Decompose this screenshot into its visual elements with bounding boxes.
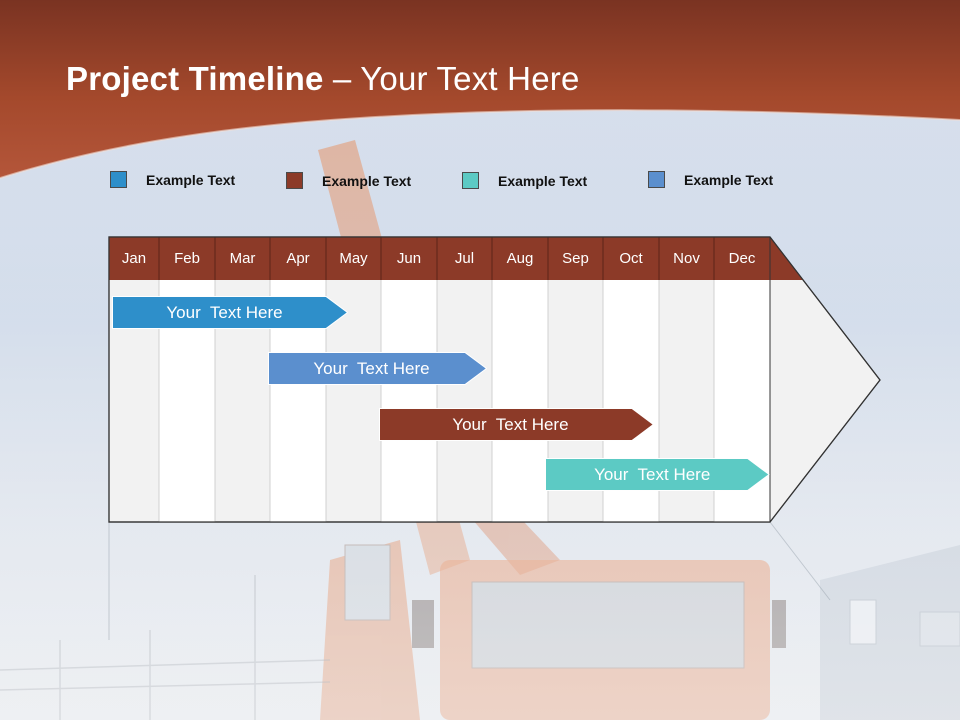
task-arrow-fill xyxy=(112,296,348,329)
month-label: Feb xyxy=(174,250,200,267)
task-arrow-fill xyxy=(378,408,654,441)
title-bold: Project Timeline xyxy=(66,60,324,97)
task-bar[interactable]: Your Text Here xyxy=(545,458,770,491)
chart-reflection xyxy=(769,521,831,601)
month-header-band xyxy=(109,237,804,280)
month-label: Aug xyxy=(506,250,534,267)
legend-label: Example Text xyxy=(498,173,588,189)
task-label: Your Text Here xyxy=(452,415,569,434)
month-label: Mar xyxy=(229,250,256,267)
month-label: Dec xyxy=(728,250,756,267)
header-band xyxy=(0,0,960,178)
legend-label: Example Text xyxy=(322,173,412,189)
legend-swatch xyxy=(462,172,479,189)
task-bar[interactable]: Your Text Here xyxy=(267,352,487,385)
legend-swatch xyxy=(110,171,127,188)
task-arrow-shape xyxy=(112,296,348,329)
month-label: May xyxy=(339,250,368,267)
legend-swatch xyxy=(286,172,303,189)
legend-label: Example Text xyxy=(684,172,774,188)
month-label: Apr xyxy=(286,250,310,267)
task-bar[interactable]: Your Text Here xyxy=(112,296,348,329)
month-label: Sep xyxy=(562,250,589,267)
task-label: Your Text Here xyxy=(166,303,283,322)
task-arrow-shape xyxy=(378,408,654,441)
month-label: Jan xyxy=(121,250,147,267)
chart-outline xyxy=(108,236,881,523)
title-rest: – Your Text Here xyxy=(323,60,580,97)
legend-label: Example Text xyxy=(146,172,236,188)
task-label: Your Text Here xyxy=(313,359,430,378)
task-arrow-shape xyxy=(267,352,487,385)
month-column xyxy=(492,280,548,522)
month-label: Nov xyxy=(673,250,700,267)
month-label: Jul xyxy=(454,250,475,267)
month-column xyxy=(381,280,437,522)
task-arrow-fill xyxy=(267,352,487,385)
month-label: Oct xyxy=(619,250,643,267)
task-bar[interactable]: Your Text Here xyxy=(378,408,654,441)
legend-swatch xyxy=(648,171,665,188)
month-label: Jun xyxy=(396,250,422,267)
task-arrow-fill xyxy=(545,458,770,491)
page-title: Project Timeline – Your Text Here xyxy=(66,60,580,98)
task-arrow-shape xyxy=(545,458,770,491)
task-label: Your Text Here xyxy=(594,465,711,484)
